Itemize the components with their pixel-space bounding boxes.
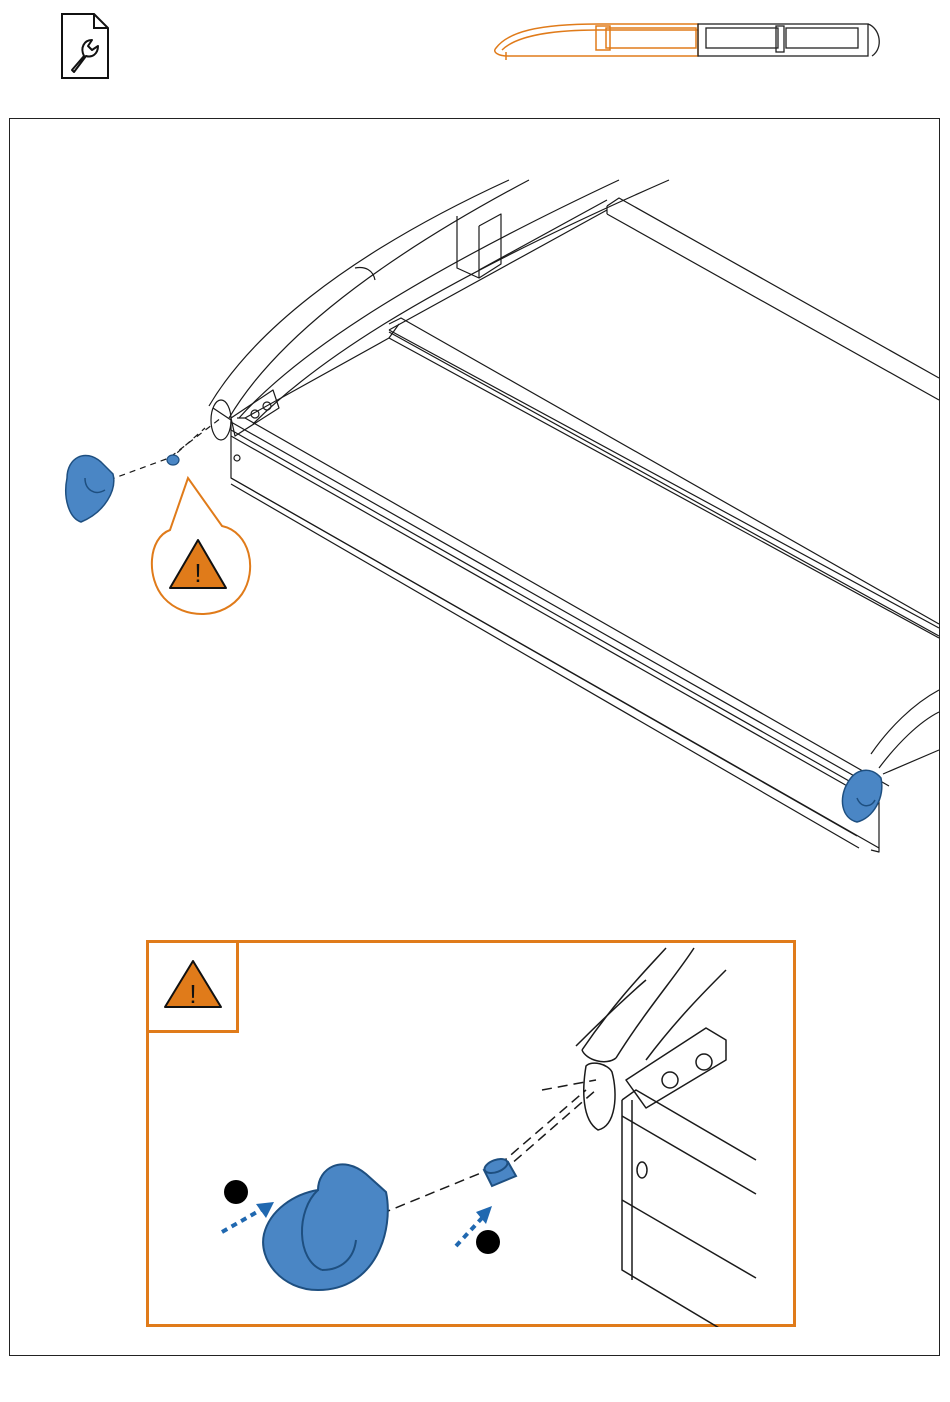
wrench-document-icon [60, 12, 110, 80]
product-outline-thumbnail [488, 18, 888, 64]
detail-end-cap [263, 1164, 388, 1290]
installed-end-cap [842, 770, 881, 822]
detail-plug [483, 1156, 516, 1186]
step-marker-2 [476, 1230, 500, 1254]
end-cap-part [66, 455, 114, 522]
detail-warning-box: ! [146, 940, 239, 1033]
plug-part [167, 455, 179, 465]
warning-callout: ! [140, 470, 260, 630]
warning-triangle-icon: ! [149, 943, 236, 1030]
svg-text:!: ! [194, 558, 201, 588]
step-marker-1 [224, 1180, 248, 1204]
detail-illustration [146, 940, 796, 1327]
svg-text:!: ! [189, 979, 196, 1009]
